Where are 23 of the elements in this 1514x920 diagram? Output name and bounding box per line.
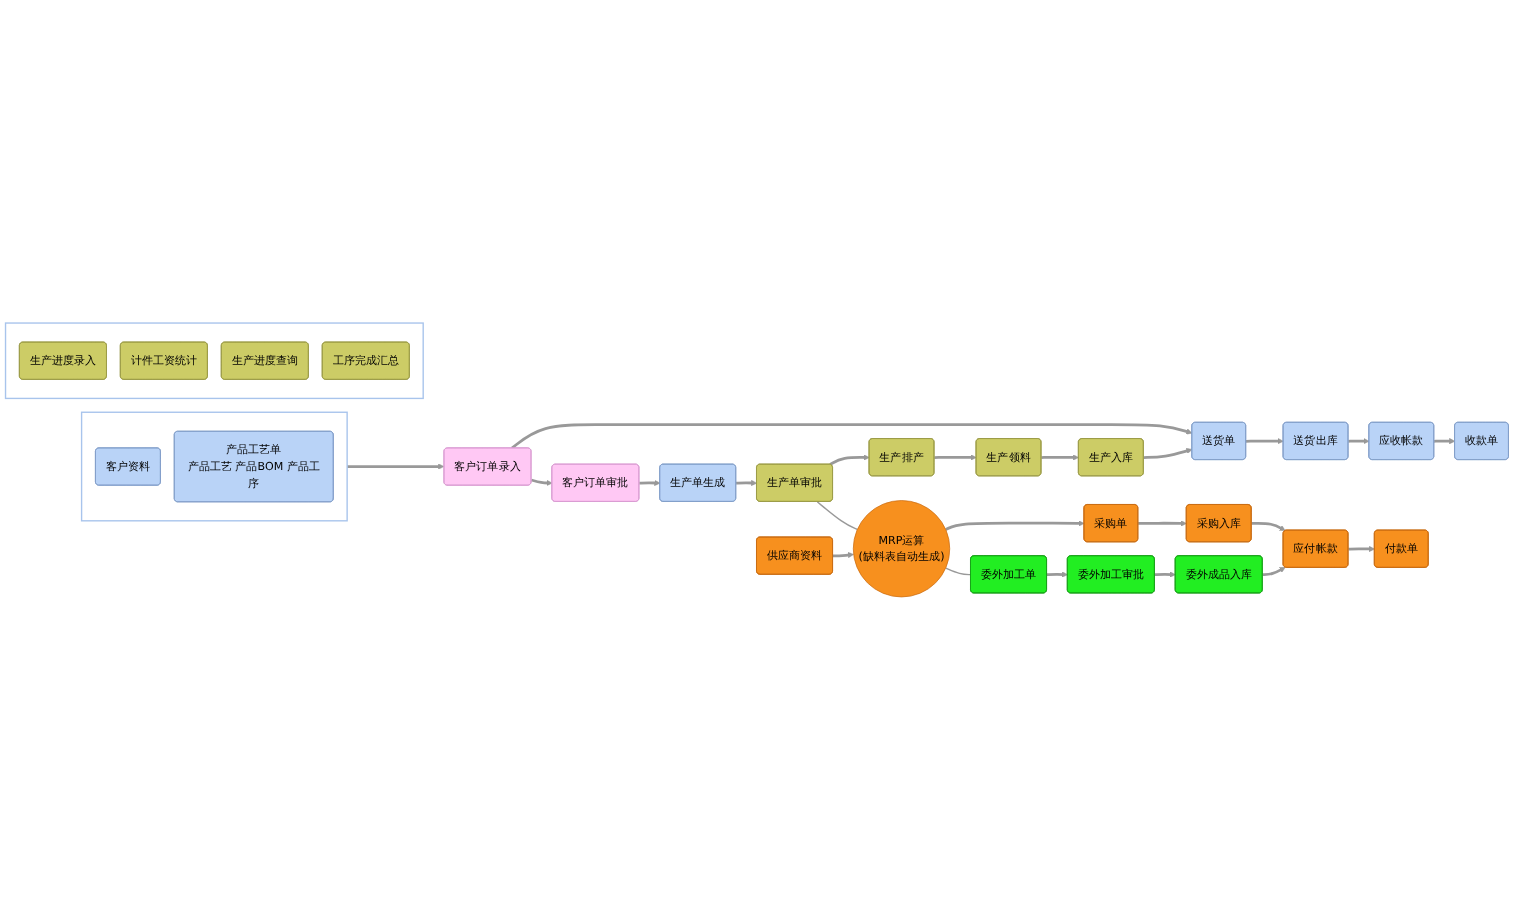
arrow bbox=[347, 463, 445, 470]
arrow bbox=[1348, 545, 1375, 552]
arrow bbox=[1348, 438, 1370, 445]
arrow bbox=[1262, 567, 1286, 577]
arrow bbox=[531, 478, 553, 486]
arrow bbox=[934, 454, 977, 461]
arrow bbox=[1046, 571, 1068, 578]
cluster bbox=[4, 322, 424, 400]
connector bbox=[945, 567, 972, 576]
arrow bbox=[1138, 520, 1187, 527]
arrow bbox=[1143, 448, 1193, 459]
arrow bbox=[829, 454, 870, 466]
arrow bbox=[1154, 571, 1176, 578]
arrow bbox=[1041, 454, 1079, 461]
connector bbox=[816, 501, 858, 531]
arrow bbox=[945, 520, 1085, 531]
arrow bbox=[736, 479, 758, 486]
arrow bbox=[832, 552, 854, 559]
arrow bbox=[639, 479, 661, 486]
cluster bbox=[80, 411, 348, 522]
arrow bbox=[1251, 522, 1286, 532]
arrow bbox=[511, 423, 1193, 450]
arrow bbox=[1246, 438, 1284, 445]
